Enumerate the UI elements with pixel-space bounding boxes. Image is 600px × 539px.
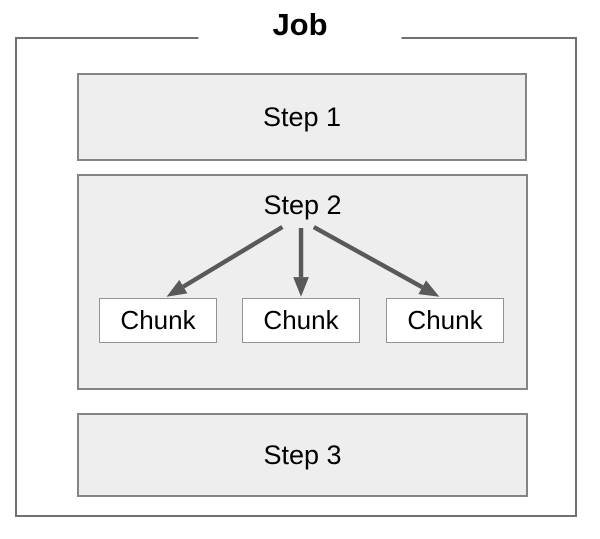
- chunk-1-label: Chunk: [120, 305, 196, 335]
- arrow-to-chunk-1: [166, 225, 284, 297]
- chunk-3-label: Chunk: [407, 305, 483, 335]
- step-2-box: Step 2: [77, 174, 528, 390]
- step-1-label: Step 1: [262, 101, 342, 132]
- step-3-box: Step 3: [77, 413, 528, 497]
- fan-out-arrows: [166, 225, 440, 297]
- chunk-2-label: Chunk: [263, 305, 339, 335]
- job-title: Job: [198, 7, 402, 43]
- step-1-box: Step 1: [77, 73, 527, 161]
- step-3-label: Step 3: [263, 439, 342, 470]
- chunk-box-1: Chunk: [99, 298, 217, 343]
- chunk-box-3: Chunk: [386, 298, 504, 343]
- chunk-box-2: Chunk: [242, 298, 360, 343]
- arrow-to-chunk-2: [293, 228, 309, 297]
- arrow-to-chunk-3: [312, 225, 440, 297]
- step-2-label: Step 2: [263, 190, 342, 220]
